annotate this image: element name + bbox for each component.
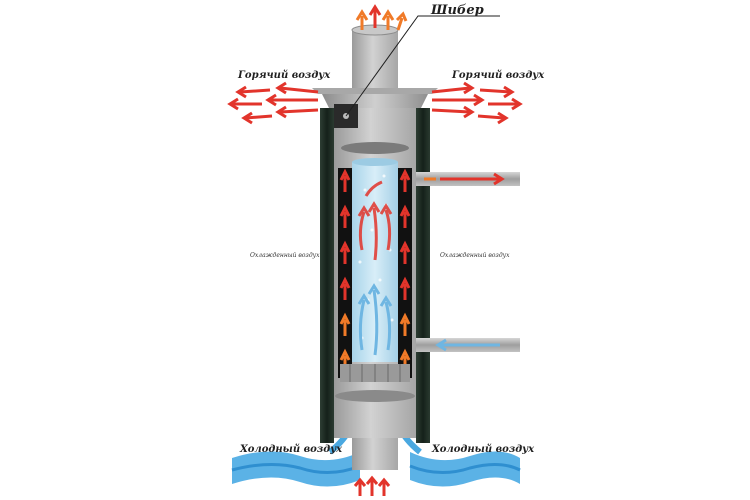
chimney-pipe — [352, 30, 398, 90]
right-stone-panel — [416, 108, 430, 443]
hot-air-arrows-left — [227, 81, 319, 125]
tank-cold-arrows — [357, 283, 393, 356]
left-stone-panel — [320, 108, 334, 443]
cold-air-label-left: Холодный воздух — [240, 444, 343, 455]
channel-arrows-left — [339, 168, 351, 372]
top-flame-arrows — [355, 4, 408, 31]
left-air-channel — [338, 168, 352, 378]
right-air-channel — [398, 168, 412, 378]
cooled-air-label-left: Охлажденный воздух — [250, 252, 320, 259]
hot-air-arrows-right — [431, 81, 523, 125]
hot-air-label-left: Горячий воздух — [238, 70, 331, 81]
cold-air-label-right: Холодный воздух — [432, 444, 535, 455]
damper-label: Шибер — [431, 3, 484, 18]
damper-leader-line — [345, 15, 500, 117]
hot-air-label-right: Горячий воздух — [452, 70, 545, 81]
bottom-flame-arrows — [353, 475, 391, 496]
cooled-air-label-right: Охлажденный воздух — [440, 252, 510, 259]
tank-hot-arrows — [357, 180, 393, 261]
top-cone-flange — [312, 88, 438, 94]
